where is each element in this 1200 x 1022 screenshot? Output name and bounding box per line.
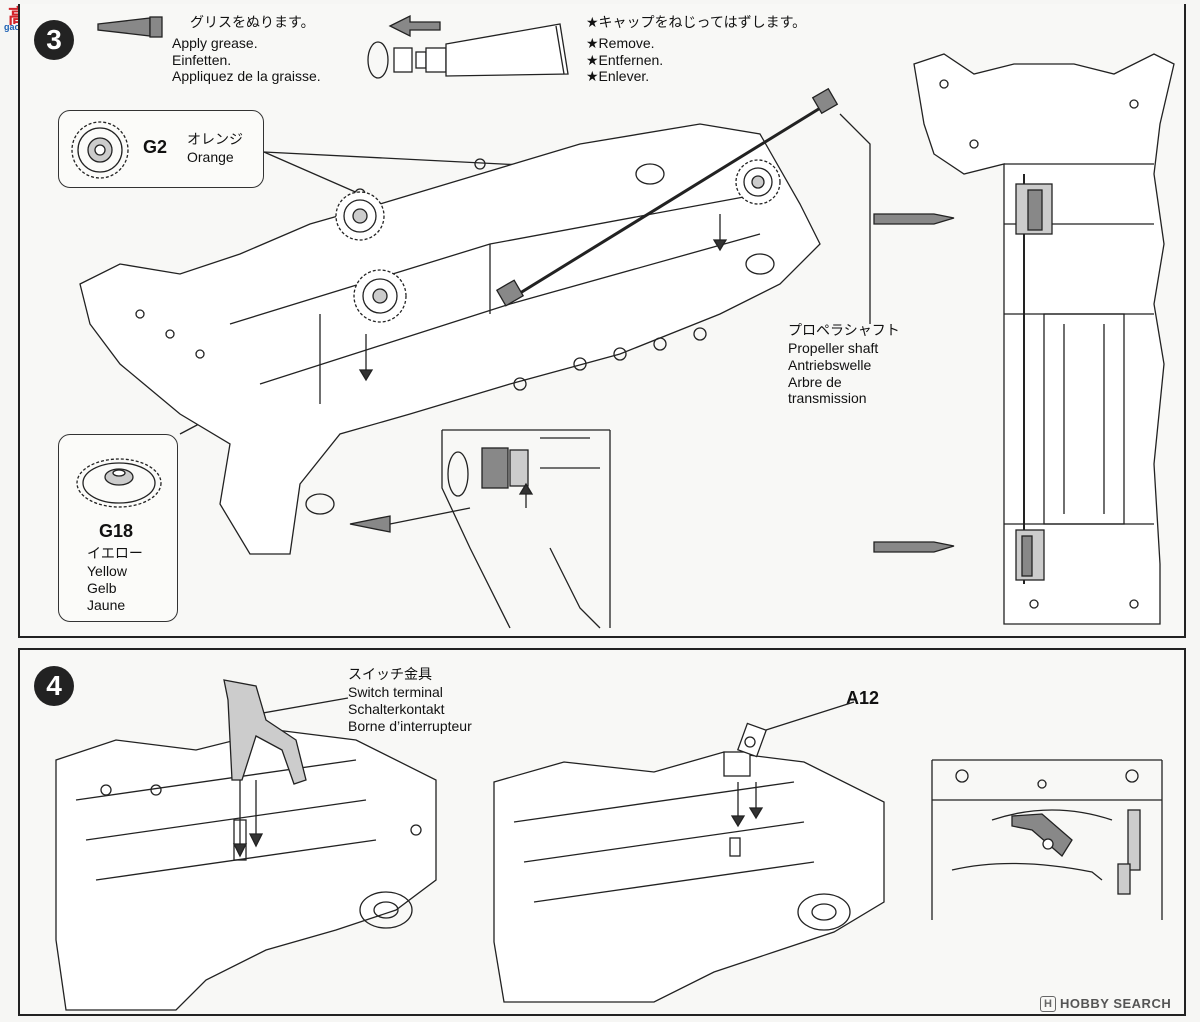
gear-g18-icon [76,458,162,508]
watermark-bottom: H HOBBY SEARCH [1040,996,1200,1016]
gear-detail-inset [349,429,611,629]
cap-remove-illustration [367,14,569,79]
chassis-isometric-drawing [79,87,871,555]
g18-callout: G18 イエロー Yellow Gelb Jaune [58,434,178,622]
watermark-logo-icon: H [1040,996,1056,1012]
grease-tube-icon [97,16,163,38]
shaft-fr1: Arbre de [788,374,842,390]
g18-de: Gelb [87,580,117,596]
remove-de: ★Entfernen. [586,52,664,68]
g18-fr: Jaune [87,597,126,613]
shaft-fr2: transmission [788,390,867,406]
grease-jp: グリスをぬります。 [190,14,315,30]
switch-en: Switch terminal [348,684,443,700]
switch-terminal-chassis-drawing [55,679,437,1011]
switch-fr: Borne d’interrupteur [348,718,472,734]
switch-jp: スイッチ金具 [348,666,432,682]
shaft-de: Antriebswelle [788,357,872,373]
g18-jp: イエロー [87,545,143,561]
switch-de: Schalterkontakt [348,701,445,717]
remove-en: ★Remove. [586,35,655,51]
g2-code: G2 [143,137,168,157]
g18-en: Yellow [87,563,127,579]
chassis-top-view-drawing [873,53,1175,625]
g2-jp: オレンジ [187,131,243,147]
part-a12-label: A12 [846,688,880,708]
step-4-panel: 4 スイッチ金具 Switch terminal Schalterkontakt… [18,648,1186,1016]
watermark-brand-text: HOBBY SEARCH [1060,996,1172,1011]
step-3-panel: 3 グリスをぬります。 Apply grease. Einfetten. App… [18,4,1186,638]
remove-fr: ★Enlever. [586,68,650,84]
grease-fr: Appliquez de la graisse. [172,68,321,84]
a12-chassis-drawing [493,701,885,1003]
g18-code: G18 [99,521,134,541]
shaft-en: Propeller shaft [788,340,879,356]
gear-g2-icon [71,121,129,179]
switch-top-view-drawing [931,759,1163,920]
shaft-jp: プロペラシャフト [788,322,900,338]
remove-jp: ★キャップをねじってはずします。 [586,14,807,30]
g2-en: Orange [187,149,234,165]
step-3-number: 3 [34,20,74,60]
grease-en: Apply grease. [172,35,258,51]
grease-de: Einfetten. [172,52,232,68]
g2-callout: G2 オレンジ Orange [58,110,264,188]
step-4-number: 4 [34,666,74,706]
